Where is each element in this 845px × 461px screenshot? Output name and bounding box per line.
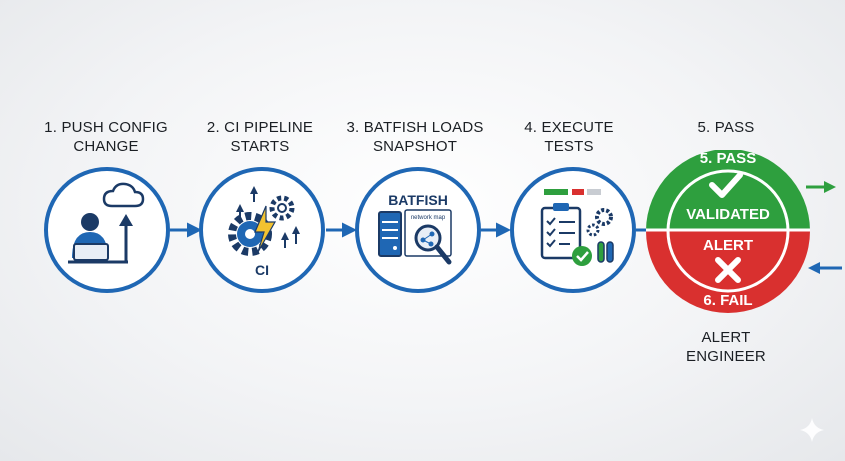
status-bar-icon <box>544 189 601 195</box>
step-5-title: 5. PASS <box>651 118 801 137</box>
check-icon <box>709 172 743 198</box>
step-2-title-line2: STARTS <box>230 138 290 155</box>
batfish-label: BATFISH <box>388 192 448 208</box>
step-1-title-line1: 1. PUSH CONFIG <box>44 119 168 136</box>
clipboard-checklist-icon <box>540 203 592 266</box>
gear-icon <box>586 208 613 237</box>
step-3-title-line1: 3. BATFISH LOADS <box>346 119 484 136</box>
step-2-circle: CI <box>199 167 325 293</box>
alert-engineer-label: ALERT ENGINEER <box>651 328 801 366</box>
ci-label: CI <box>255 262 269 278</box>
step-1-title: 1. PUSH CONFIG CHANGE <box>31 118 181 156</box>
fail-bottom-label: 6. FAIL <box>703 292 752 309</box>
step-3-title-line2: SNAPSHOT <box>372 138 458 155</box>
step-3-title: 3. BATFISH LOADS SNAPSHOT <box>340 118 490 156</box>
result-circle: 5. PASS VALIDATED ALERT 6. FAIL <box>646 150 810 313</box>
step-4-title-line2: TESTS <box>544 138 594 155</box>
alert-engineer-line2: ENGINEER <box>686 348 766 365</box>
pass-top-label: 5. PASS <box>700 150 756 167</box>
alert-label: ALERT <box>703 237 753 254</box>
server-magnifier-icon: network map <box>378 209 452 265</box>
step-4-title-line1: 4. EXECUTE <box>524 119 614 136</box>
sparkle-icon <box>800 418 824 442</box>
test-tubes-icon <box>597 241 614 263</box>
step-1-circle <box>44 167 170 293</box>
gears-lightning-icon <box>228 186 300 256</box>
step-2-title-line1: 2. CI PIPELINE <box>206 119 314 136</box>
pass-arrow <box>806 181 836 193</box>
step-4-circle <box>510 167 636 293</box>
developer-laptop-icon <box>68 182 145 264</box>
alert-engineer-line1: ALERT <box>701 329 751 346</box>
x-icon <box>715 257 741 283</box>
step-2-title: 2. CI PIPELINE STARTS <box>185 118 335 156</box>
network-map-label: network map <box>411 215 446 221</box>
step-4-title: 4. EXECUTE TESTS <box>494 118 644 156</box>
step-5-title-line1: 5. PASS <box>697 119 755 136</box>
validated-label: VALIDATED <box>686 206 770 223</box>
step-1-title-line2: CHANGE <box>73 138 139 155</box>
step-3-circle: BATFISH network map <box>355 167 481 293</box>
fail-arrow <box>808 262 842 274</box>
